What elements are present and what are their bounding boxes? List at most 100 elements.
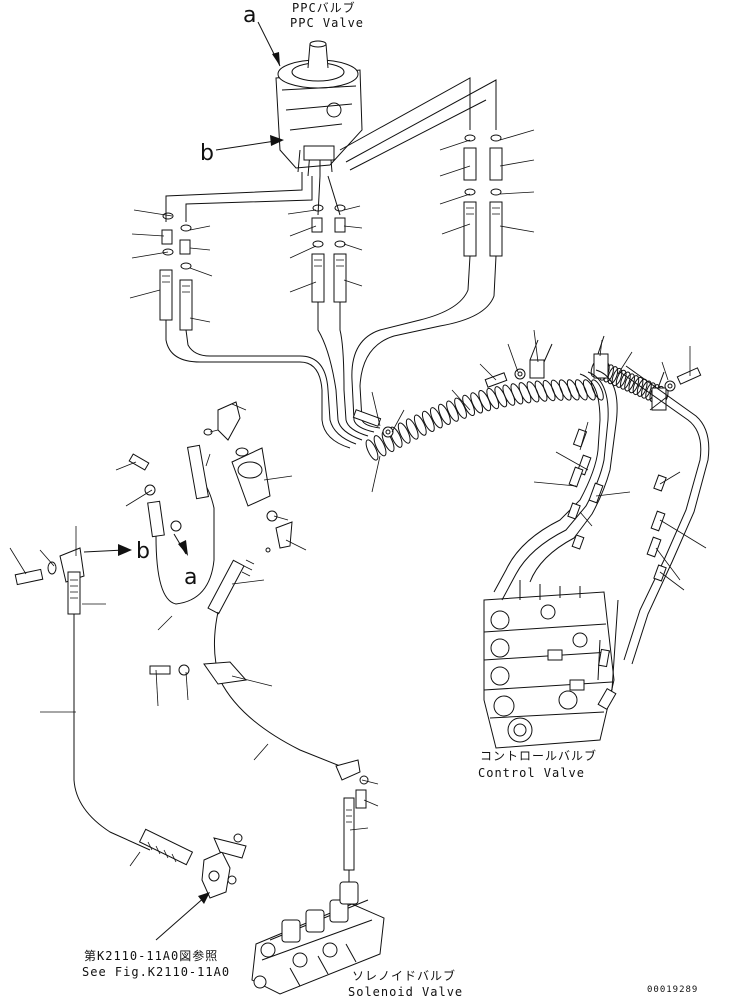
callout-leader bbox=[157, 615, 173, 631]
callout-leader bbox=[155, 669, 159, 707]
control-valve-label-en: Control Valve bbox=[478, 766, 585, 780]
marker-a-top: a bbox=[243, 3, 281, 67]
callout-leader bbox=[441, 223, 471, 235]
coil-ring bbox=[628, 375, 640, 394]
ppc-valve-label-jp: PPCバルブ bbox=[292, 0, 356, 15]
drawing-code: 00019289 bbox=[647, 985, 698, 995]
callout-leader bbox=[499, 129, 535, 141]
solenoid-valve-hose bbox=[335, 759, 369, 890]
solenoid-valve-label-en: Solenoid Valve bbox=[348, 985, 463, 999]
callout-leader bbox=[579, 511, 593, 527]
ppc-valve-label-en: PPC Valve bbox=[290, 16, 364, 30]
callout-leader bbox=[189, 225, 211, 231]
coil-ring bbox=[550, 379, 564, 401]
leader-lines bbox=[9, 129, 707, 867]
marker-a-left-label: a bbox=[184, 565, 197, 590]
callout-leader bbox=[231, 579, 265, 585]
callout-leader bbox=[129, 289, 161, 299]
callout-leader bbox=[133, 209, 173, 217]
callout-leader bbox=[263, 475, 293, 481]
coil-ring bbox=[615, 369, 627, 388]
callout-leader bbox=[499, 225, 535, 233]
solenoid-valve-label-jp: ソレノイドバルブ bbox=[352, 968, 456, 983]
middle-fitting-stack bbox=[311, 204, 347, 303]
callout-leader bbox=[131, 251, 169, 259]
callout-leader bbox=[253, 743, 269, 761]
callout-leader bbox=[189, 267, 213, 277]
callout-leader bbox=[273, 515, 289, 521]
coil-ring bbox=[542, 379, 556, 402]
coil-ring bbox=[632, 376, 644, 396]
left-fitting-stack bbox=[159, 212, 193, 331]
callout-leader bbox=[659, 519, 707, 549]
callout-leader bbox=[439, 193, 471, 205]
reference-label-jp: 第K2110-11A0図参照 bbox=[84, 948, 218, 963]
callout-leader bbox=[533, 329, 539, 363]
coil-ring bbox=[397, 422, 411, 444]
spiral-coil bbox=[365, 358, 669, 461]
callout-leader bbox=[125, 489, 153, 507]
small-parts-cluster: a bbox=[128, 401, 341, 767]
callout-leader bbox=[439, 139, 471, 151]
callout-leader bbox=[231, 675, 273, 687]
callout-leader bbox=[507, 343, 519, 373]
coil-ring bbox=[591, 379, 604, 401]
control-valve bbox=[483, 580, 615, 749]
marker-b-left-label: b bbox=[136, 539, 150, 564]
coil-ring bbox=[486, 387, 500, 410]
coil-ring bbox=[413, 414, 427, 436]
callout-leader bbox=[499, 191, 535, 195]
control-valve-label-jp: コントロールバルブ bbox=[480, 748, 597, 763]
callout-leader bbox=[343, 243, 363, 251]
coil-ring bbox=[438, 403, 451, 425]
coil-bolts bbox=[352, 367, 702, 438]
callout-leader bbox=[451, 389, 471, 411]
coil-ring bbox=[566, 379, 580, 401]
callout-leader bbox=[209, 429, 219, 433]
coil-ring bbox=[470, 392, 484, 414]
coil-ring bbox=[405, 418, 419, 440]
marker-b-top: b bbox=[200, 135, 284, 166]
coil-ring bbox=[365, 439, 379, 461]
callout-leader bbox=[205, 453, 211, 467]
callout-leader bbox=[617, 351, 633, 375]
coil-ring bbox=[389, 426, 403, 448]
coil-ring bbox=[641, 380, 652, 399]
coil-ring bbox=[611, 367, 623, 387]
marker-b-label: b bbox=[200, 141, 214, 166]
coil-ring bbox=[478, 389, 492, 412]
coil-ring bbox=[421, 410, 435, 432]
coil-ring bbox=[624, 373, 635, 392]
coil-ring bbox=[620, 371, 631, 390]
coil-ring bbox=[526, 381, 540, 403]
callout-leader bbox=[659, 571, 685, 591]
left-hose-assembly: b bbox=[14, 539, 247, 941]
marker-a-label: a bbox=[243, 3, 256, 28]
callout-leader bbox=[349, 827, 369, 831]
callout-leader bbox=[361, 779, 379, 785]
callout-leader bbox=[599, 339, 603, 357]
coil-ring bbox=[518, 382, 532, 404]
right-fitting-stack bbox=[463, 134, 503, 257]
callout-leader bbox=[595, 491, 631, 497]
coil-ring bbox=[534, 380, 548, 402]
callout-leader bbox=[499, 159, 535, 167]
coil-ring bbox=[462, 394, 475, 417]
callout-leader bbox=[131, 233, 165, 237]
callout-leader bbox=[289, 245, 317, 259]
callout-leader bbox=[479, 363, 497, 381]
callout-leader bbox=[231, 403, 247, 411]
callout-leader bbox=[9, 547, 27, 575]
callout-leader bbox=[649, 395, 669, 411]
control-valve-fittings bbox=[567, 428, 667, 710]
callout-leader bbox=[655, 547, 681, 581]
hose-bundle bbox=[165, 255, 497, 449]
coil-ring bbox=[510, 383, 524, 405]
callout-leader bbox=[343, 225, 363, 229]
coil-ring bbox=[373, 435, 387, 457]
coil-ring bbox=[558, 379, 572, 401]
callout-leader bbox=[285, 539, 307, 551]
callout-leader bbox=[115, 461, 137, 471]
solenoid-valve bbox=[251, 881, 385, 995]
